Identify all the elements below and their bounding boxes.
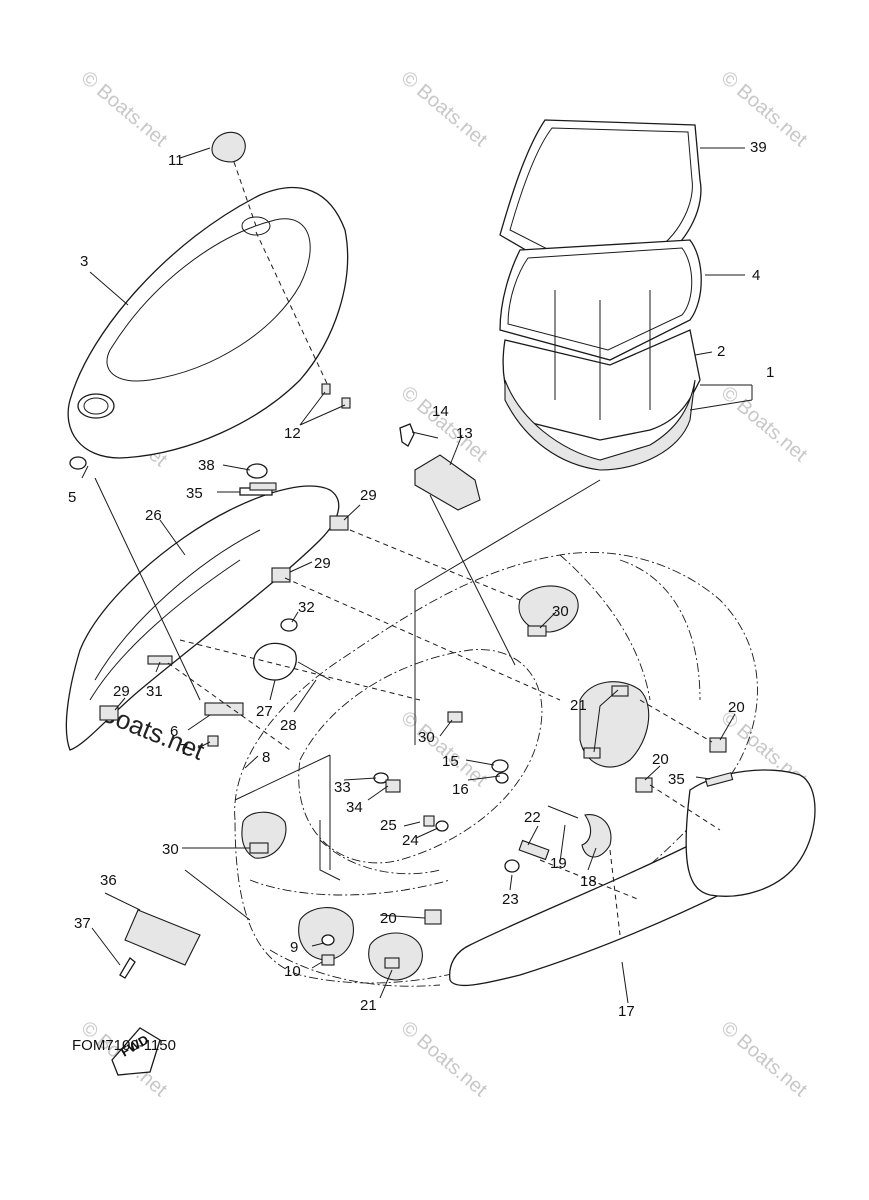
callout-35b: 35: [668, 771, 685, 788]
watermark: © Boats.net: [717, 1017, 812, 1101]
cap-11: [211, 131, 246, 163]
callout-22: 22: [524, 809, 541, 826]
callout-33: 33: [334, 779, 351, 796]
callout-34: 34: [346, 799, 363, 816]
callout-38: 38: [198, 457, 215, 474]
rivet-37: [119, 957, 136, 979]
callout-18: 18: [580, 873, 597, 890]
callout-21b: 21: [360, 997, 377, 1014]
front-hood: [67, 186, 349, 459]
callout-26: 26: [145, 507, 162, 524]
watermark: © Boats.net: [77, 67, 172, 151]
leader-lines: [81, 147, 753, 1004]
callout-5: 5: [68, 489, 76, 506]
side-cover-26: [65, 485, 340, 751]
callout-37: 37: [74, 915, 91, 932]
small-parts: [69, 456, 734, 969]
bolts-12: [321, 383, 351, 409]
callout-27: 27: [256, 703, 273, 720]
callout-24: 24: [402, 832, 419, 849]
watermark: © Boats.net: [397, 382, 492, 466]
latch-13: [399, 423, 481, 511]
callout-10: 10: [284, 963, 301, 980]
watermark: © Boats.net: [397, 67, 492, 151]
callout-13: 13: [456, 425, 473, 442]
callout-20: 20: [380, 910, 397, 927]
assembly-lines: [167, 529, 721, 936]
storage-bin: [499, 119, 702, 471]
callout-35: 35: [186, 485, 203, 502]
callout-8: 8: [262, 749, 270, 766]
callout-9: 9: [290, 939, 298, 956]
callout-3: 3: [80, 253, 88, 270]
callout-32: 32: [298, 599, 315, 616]
callout-15: 15: [442, 753, 459, 770]
hull-deck: [234, 552, 758, 987]
callout-31: 31: [146, 683, 163, 700]
label-36: [124, 909, 201, 966]
callout-20c: 20: [652, 751, 669, 768]
callout-30: 30: [552, 603, 569, 620]
callout-16: 16: [452, 781, 469, 798]
callout-29b: 29: [314, 555, 331, 572]
callout-39: 39: [750, 139, 767, 156]
callout-17: 17: [618, 1003, 635, 1020]
callout-2: 2: [717, 343, 725, 360]
callout-30b: 30: [418, 729, 435, 746]
callout-4: 4: [752, 267, 760, 284]
callout-12: 12: [284, 425, 301, 442]
callout-25: 25: [380, 817, 397, 834]
watermark: © Boats.net: [717, 382, 812, 466]
callout-23: 23: [502, 891, 519, 908]
side-cover-17: [449, 769, 816, 987]
callout-30c: 30: [162, 841, 179, 858]
drawing-code: FOM7100-1150: [72, 1037, 176, 1054]
callout-20b: 20: [728, 699, 745, 716]
callout-36: 36: [100, 872, 117, 889]
callout-labels: 1 2 3 4 5 6 7 8 9 10 11 12 13 14 15 16 1…: [68, 139, 774, 1020]
callout-29: 29: [360, 487, 377, 504]
callout-28: 28: [280, 717, 297, 734]
callout-19: 19: [550, 855, 567, 872]
callout-7: 7: [180, 741, 188, 758]
callout-11: 11: [168, 152, 184, 169]
callout-6: 6: [170, 723, 178, 740]
callout-1: 1: [766, 364, 774, 381]
watermark: © Boats.net: [397, 1017, 492, 1101]
callout-29c: 29: [113, 683, 130, 700]
callout-21: 21: [570, 697, 587, 714]
callout-14: 14: [432, 403, 449, 420]
